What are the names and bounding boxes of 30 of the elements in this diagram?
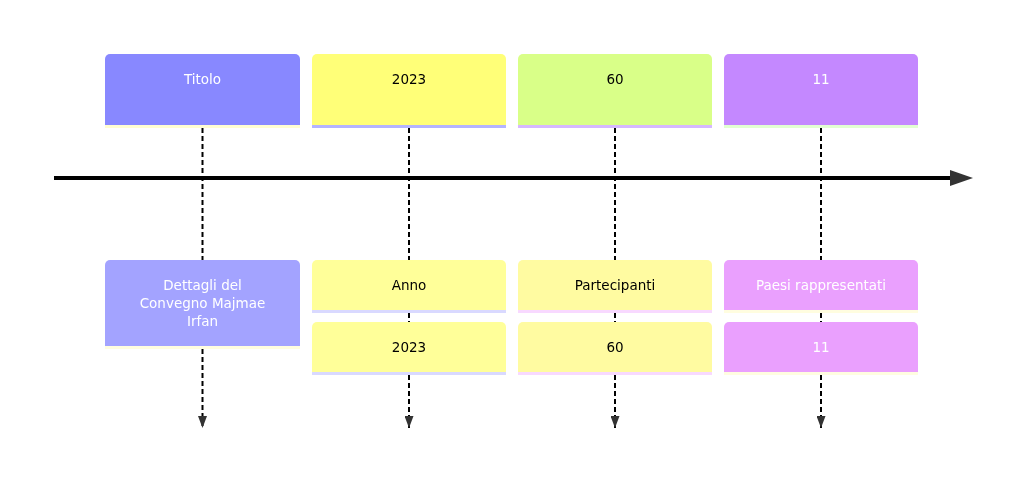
period-label: 11 [812,70,830,88]
event-label: 11 [812,338,830,356]
dashed-connector [201,127,204,261]
event-label: Dettagli del Convegno Majmae Irfan [138,276,267,330]
event-box [312,322,506,375]
period-box [105,54,300,128]
period-box [518,54,712,128]
event-label: Partecipanti [574,276,656,294]
period-label: 60 [606,70,624,88]
period-label: Titolo [183,70,222,88]
event-box [724,260,918,313]
dashed-arrow [816,374,826,429]
period-label: 2023 [391,70,427,88]
event-label: 2023 [391,338,427,356]
dashed-connector [614,127,616,261]
dashed-connector [820,127,822,261]
event-label: Anno [391,276,427,294]
event-box [312,260,506,313]
dashed-connector [408,127,410,261]
event-label: Paesi rappresentati [755,276,887,294]
event-box [518,322,712,375]
event-box [724,322,918,375]
dashed-arrow [610,374,620,429]
period-box [312,54,506,128]
dashed-arrow [404,374,414,429]
event-box [518,260,712,313]
period-box [724,54,918,128]
dashed-arrow [198,348,207,429]
event-box [105,260,300,349]
event-label: 60 [606,338,624,356]
